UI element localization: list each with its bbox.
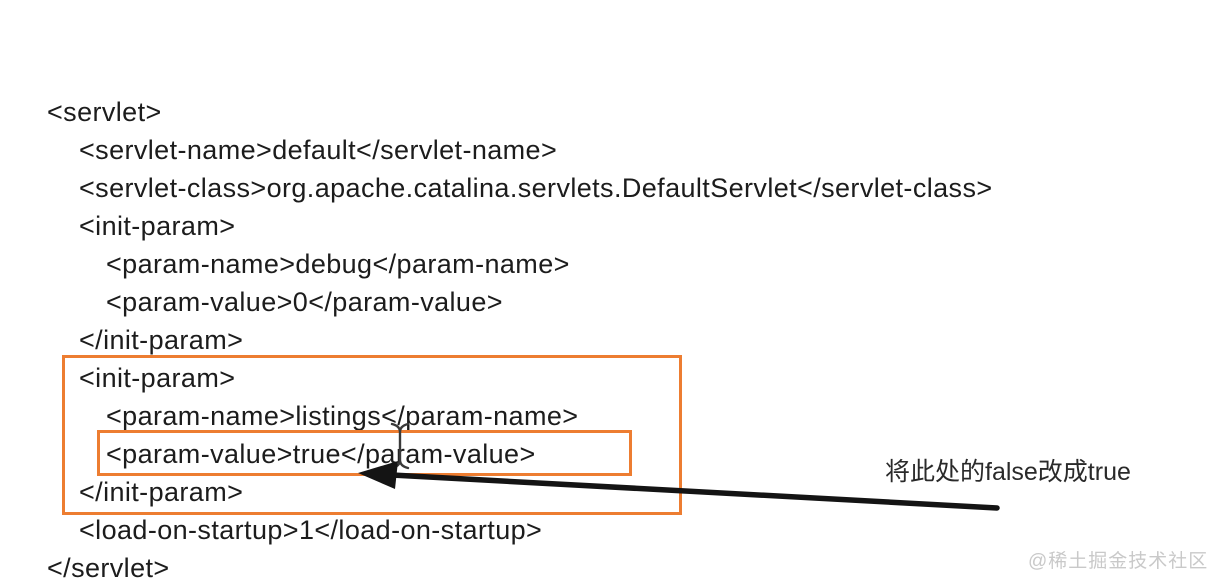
code-line[interactable]: <init-param>: [79, 211, 236, 241]
ibeam-cursor-icon: [390, 422, 410, 470]
code-editor[interactable]: <servlet> <servlet-name>default</servlet…: [0, 93, 1216, 586]
code-line[interactable]: <load-on-startup>1</load-on-startup>: [79, 515, 543, 545]
code-line[interactable]: <servlet-name>default</servlet-name>: [79, 135, 558, 165]
code-line[interactable]: </init-param>: [79, 325, 244, 355]
code-line[interactable]: </init-param>: [79, 477, 244, 507]
highlight-box-param-value: [97, 430, 632, 476]
code-line[interactable]: </servlet>: [47, 553, 170, 583]
code-line[interactable]: <servlet-class>org.apache.catalina.servl…: [79, 173, 993, 203]
annotation-note: 将此处的false改成true: [885, 458, 1131, 486]
code-line[interactable]: <servlet>: [47, 97, 162, 127]
code-line[interactable]: <init-param>: [79, 363, 236, 393]
code-line[interactable]: <param-name>debug</param-name>: [106, 249, 570, 279]
code-line[interactable]: <param-value>0</param-value>: [106, 287, 503, 317]
code-line[interactable]: <param-name>listings</param-name>: [106, 401, 579, 431]
watermark-text: @稀土掘金技术社区: [1028, 551, 1209, 572]
highlight-box-init-param: [62, 355, 682, 515]
code-line[interactable]: <param-value>true</param-value>: [106, 439, 536, 469]
